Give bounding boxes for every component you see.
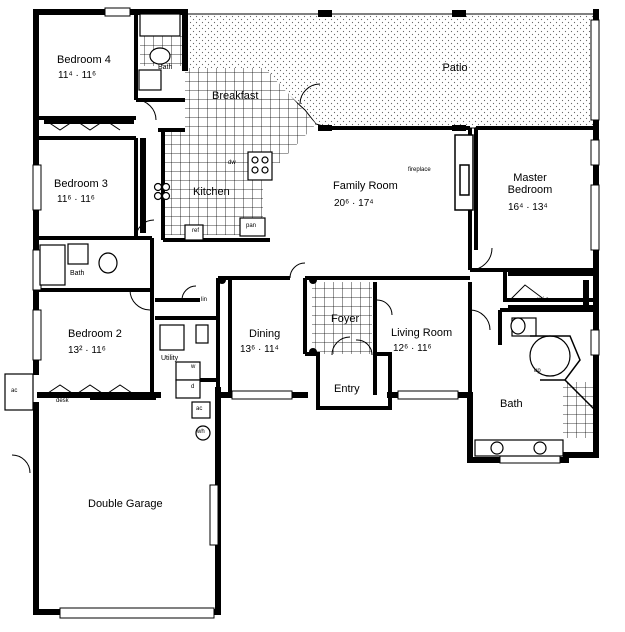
bedroom4-dims: 11⁴ · 11⁶	[58, 70, 97, 81]
foyer-label: Foyer	[331, 313, 360, 325]
dishwasher-label: dw	[228, 160, 236, 166]
living-room-name: Living Room	[391, 327, 453, 339]
utility-label: Utility	[161, 355, 179, 362]
patio-label: Patio	[442, 62, 468, 74]
closet-shelving	[44, 120, 594, 400]
columns	[218, 276, 317, 356]
bedroom2-dims: 13² · 11⁶	[68, 345, 106, 356]
garage-label: Double Garage	[88, 498, 163, 510]
up-label: up	[534, 368, 541, 374]
living-room-dims: 12⁶ · 11⁶	[393, 343, 432, 354]
bedroom3-dims: 11⁶ · 11⁶	[57, 194, 95, 205]
breakfast-label: Breakfast	[212, 90, 259, 102]
bedroom3-name: Bedroom 3	[54, 178, 108, 190]
desk-label: desk	[56, 398, 69, 404]
fixtures	[4, 13, 571, 457]
interior-walls	[36, 12, 596, 410]
washer-label: w	[191, 364, 196, 370]
ac-outside-label: ac	[11, 388, 18, 394]
dining-dims: 13⁶ · 11⁴	[240, 344, 279, 355]
walk-in-closet-label: w.i.c.	[537, 297, 551, 303]
fireplace	[454, 134, 474, 211]
ac-inside-label: ac	[196, 406, 203, 412]
kitchen-label: Kitchen	[193, 186, 230, 198]
foyer-tile	[312, 282, 372, 354]
family-room-dims: 20⁶ · 17⁴	[334, 198, 374, 209]
fireplace-label: fireplace	[408, 167, 431, 173]
linen-label: lin	[201, 297, 208, 303]
refrigerator-label: ref	[192, 228, 200, 234]
bedroom2-name: Bedroom 2	[68, 328, 122, 340]
dryer-label: d	[191, 384, 195, 390]
pantry-label: pan	[246, 223, 257, 229]
family-room-name: Family Room	[333, 180, 398, 192]
water-heater-label: wh	[197, 429, 205, 435]
master-bedroom-name: Master Bedroom	[507, 172, 553, 197]
master-bath-label: Bath	[500, 398, 523, 410]
entry-label: Entry	[334, 383, 360, 395]
dining-name: Dining	[249, 328, 281, 340]
master-bath-tub	[530, 335, 596, 411]
windows	[32, 7, 600, 619]
master-shower-tile	[563, 382, 596, 438]
master-bedroom-dims: 16⁴ · 13⁴	[508, 202, 548, 213]
bath4-label: Bath	[158, 64, 173, 71]
bath-hall-label: Bath	[70, 270, 85, 277]
bedroom4-name: Bedroom 4	[57, 54, 111, 66]
